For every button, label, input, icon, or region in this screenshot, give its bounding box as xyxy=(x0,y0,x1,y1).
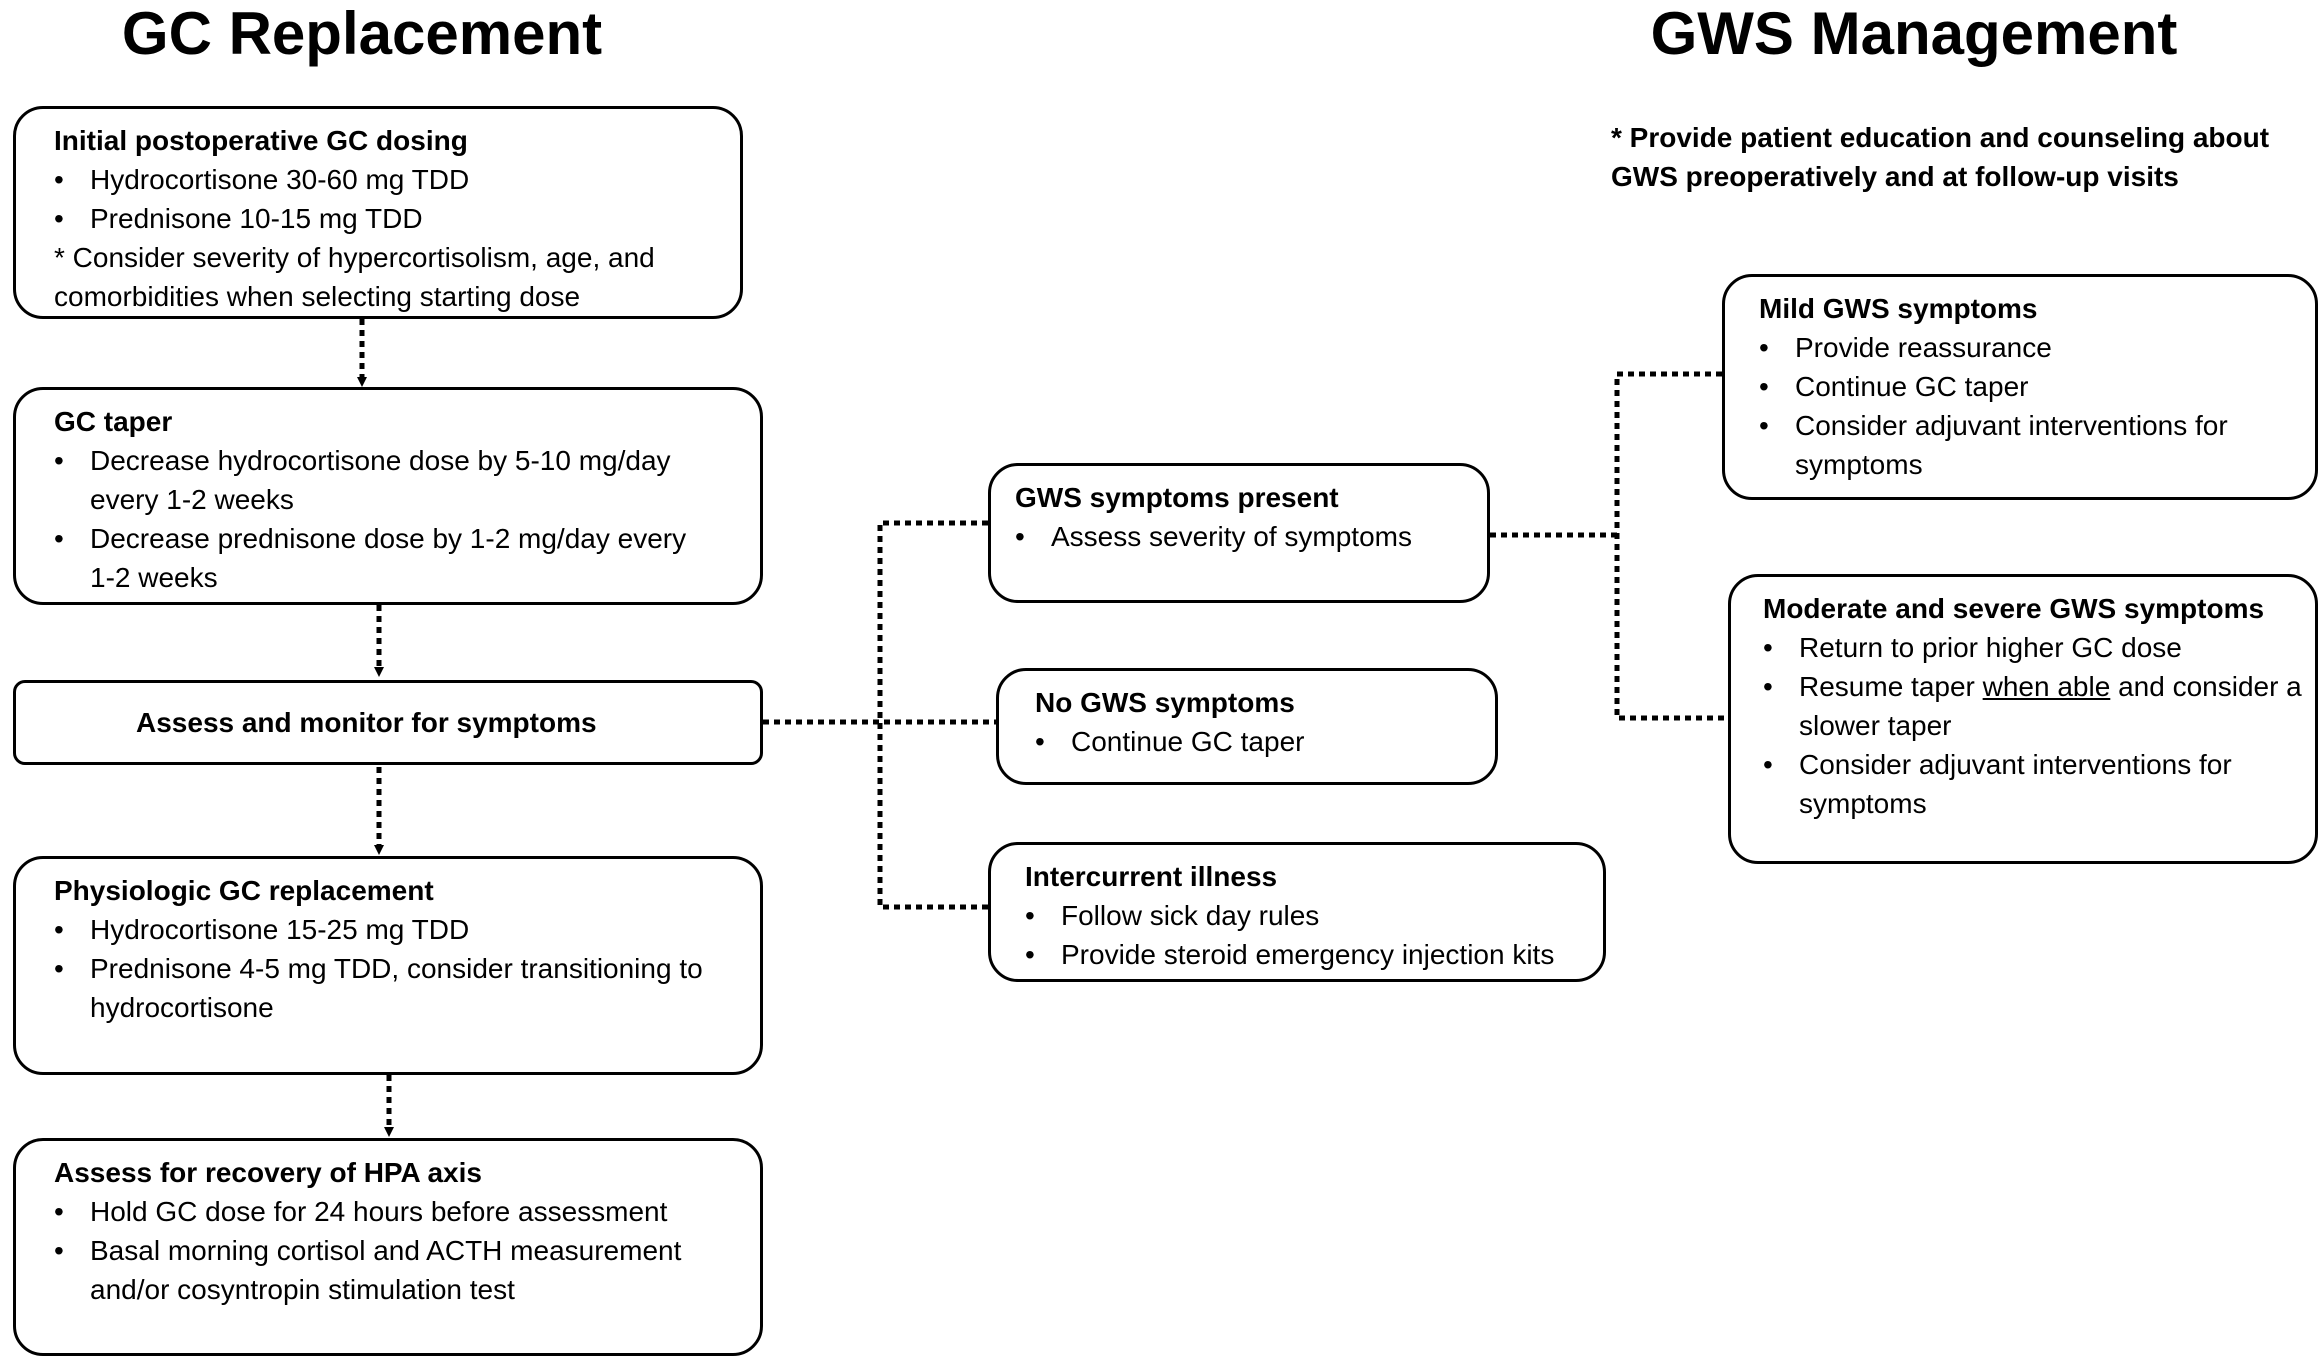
box-moderate-severe-gws-symptoms: Moderate and severe GWS symptoms Return … xyxy=(1728,574,2318,864)
list-item: Decrease hydrocortisone dose by 5-10 mg/… xyxy=(54,441,714,519)
list-item: Return to prior higher GC dose xyxy=(1763,628,2303,667)
resume-underlined: when able xyxy=(1982,671,2111,702)
bullet-list: Provide reassurance Continue GC taper Co… xyxy=(1759,328,2289,484)
heading-gc-replacement: GC Replacement xyxy=(121,0,603,67)
list-item: Continue GC taper xyxy=(1759,367,2289,406)
box-title: Assess for recovery of HPA axis xyxy=(54,1157,482,1188)
list-item: Basal morning cortisol and ACTH measurem… xyxy=(54,1231,734,1309)
box-no-gws-symptoms: No GWS symptoms Continue GC taper xyxy=(996,668,1498,785)
list-item: Decrease prednisone dose by 1-2 mg/day e… xyxy=(54,519,714,597)
bullet-list: Hydrocortisone 30-60 mg TDD Prednisone 1… xyxy=(54,160,716,238)
bullet-list: Decrease hydrocortisone dose by 5-10 mg/… xyxy=(54,441,714,597)
box-gc-taper: GC taper Decrease hydrocortisone dose by… xyxy=(13,387,763,605)
box-title: Mild GWS symptoms xyxy=(1759,293,2038,324)
box-title: Moderate and severe GWS symptoms xyxy=(1763,593,2265,624)
box-assess-monitor: Assess and monitor for symptoms xyxy=(13,680,763,765)
box-initial-gc-dosing: Initial postoperative GC dosing Hydrocor… xyxy=(13,106,743,319)
list-item: Assess severity of symptoms xyxy=(1015,517,1463,556)
bullet-list: Hydrocortisone 15-25 mg TDD Prednisone 4… xyxy=(54,910,714,1027)
bullet-list: Follow sick day rules Provide steroid em… xyxy=(1025,896,1579,974)
box-title: Initial postoperative GC dosing xyxy=(54,125,468,156)
box-note: * Consider severity of hypercortisolism,… xyxy=(54,242,655,312)
bullet-list: Continue GC taper xyxy=(1035,722,1471,761)
education-note: * Provide patient education and counseli… xyxy=(1611,122,2270,192)
list-item: Hydrocortisone 30-60 mg TDD xyxy=(54,160,716,199)
box-mild-gws-symptoms: Mild GWS symptoms Provide reassurance Co… xyxy=(1722,274,2318,500)
box-recovery-hpa-axis: Assess for recovery of HPA axis Hold GC … xyxy=(13,1138,763,1356)
resume-suffix: and consider a slower taper xyxy=(1799,671,2302,741)
list-item: Prednisone 10-15 mg TDD xyxy=(54,199,716,238)
box-intercurrent-illness: Intercurrent illness Follow sick day rul… xyxy=(988,842,1606,982)
list-item: Provide reassurance xyxy=(1759,328,2289,367)
list-item: Consider adjuvant interventions for symp… xyxy=(1759,406,2289,484)
bullet-list: Hold GC dose for 24 hours before assessm… xyxy=(54,1192,734,1309)
list-item: Hydrocortisone 15-25 mg TDD xyxy=(54,910,714,949)
list-item: Provide steroid emergency injection kits xyxy=(1025,935,1579,974)
list-item: Prednisone 4-5 mg TDD, consider transiti… xyxy=(54,949,714,1027)
box-title: No GWS symptoms xyxy=(1035,687,1295,718)
resume-prefix: Resume taper xyxy=(1799,671,1983,702)
box-physiologic-gc-replacement: Physiologic GC replacement Hydrocortison… xyxy=(13,856,763,1075)
list-item: Consider adjuvant interventions for symp… xyxy=(1763,745,2303,823)
box-gws-symptoms-present: GWS symptoms present Assess severity of … xyxy=(988,463,1490,603)
heading-gws-management: GWS Management xyxy=(1650,0,2178,67)
bullet-list: Return to prior higher GC dose Resume ta… xyxy=(1763,628,2303,823)
list-item: Continue GC taper xyxy=(1035,722,1471,761)
box-title: Physiologic GC replacement xyxy=(54,875,434,906)
bullet-list: Assess severity of symptoms xyxy=(1015,517,1463,556)
list-item: Hold GC dose for 24 hours before assessm… xyxy=(54,1192,734,1231)
connector-branch-vertical xyxy=(877,520,988,910)
box-title: Assess and monitor for symptoms xyxy=(136,707,597,738)
list-item-resume-taper: Resume taper when able and consider a sl… xyxy=(1763,667,2303,745)
box-title: GC taper xyxy=(54,406,173,437)
box-title: GWS symptoms present xyxy=(1015,482,1339,513)
connector-severity-vertical xyxy=(1614,371,1728,721)
list-item: Follow sick day rules xyxy=(1025,896,1579,935)
box-title: Intercurrent illness xyxy=(1025,861,1278,892)
